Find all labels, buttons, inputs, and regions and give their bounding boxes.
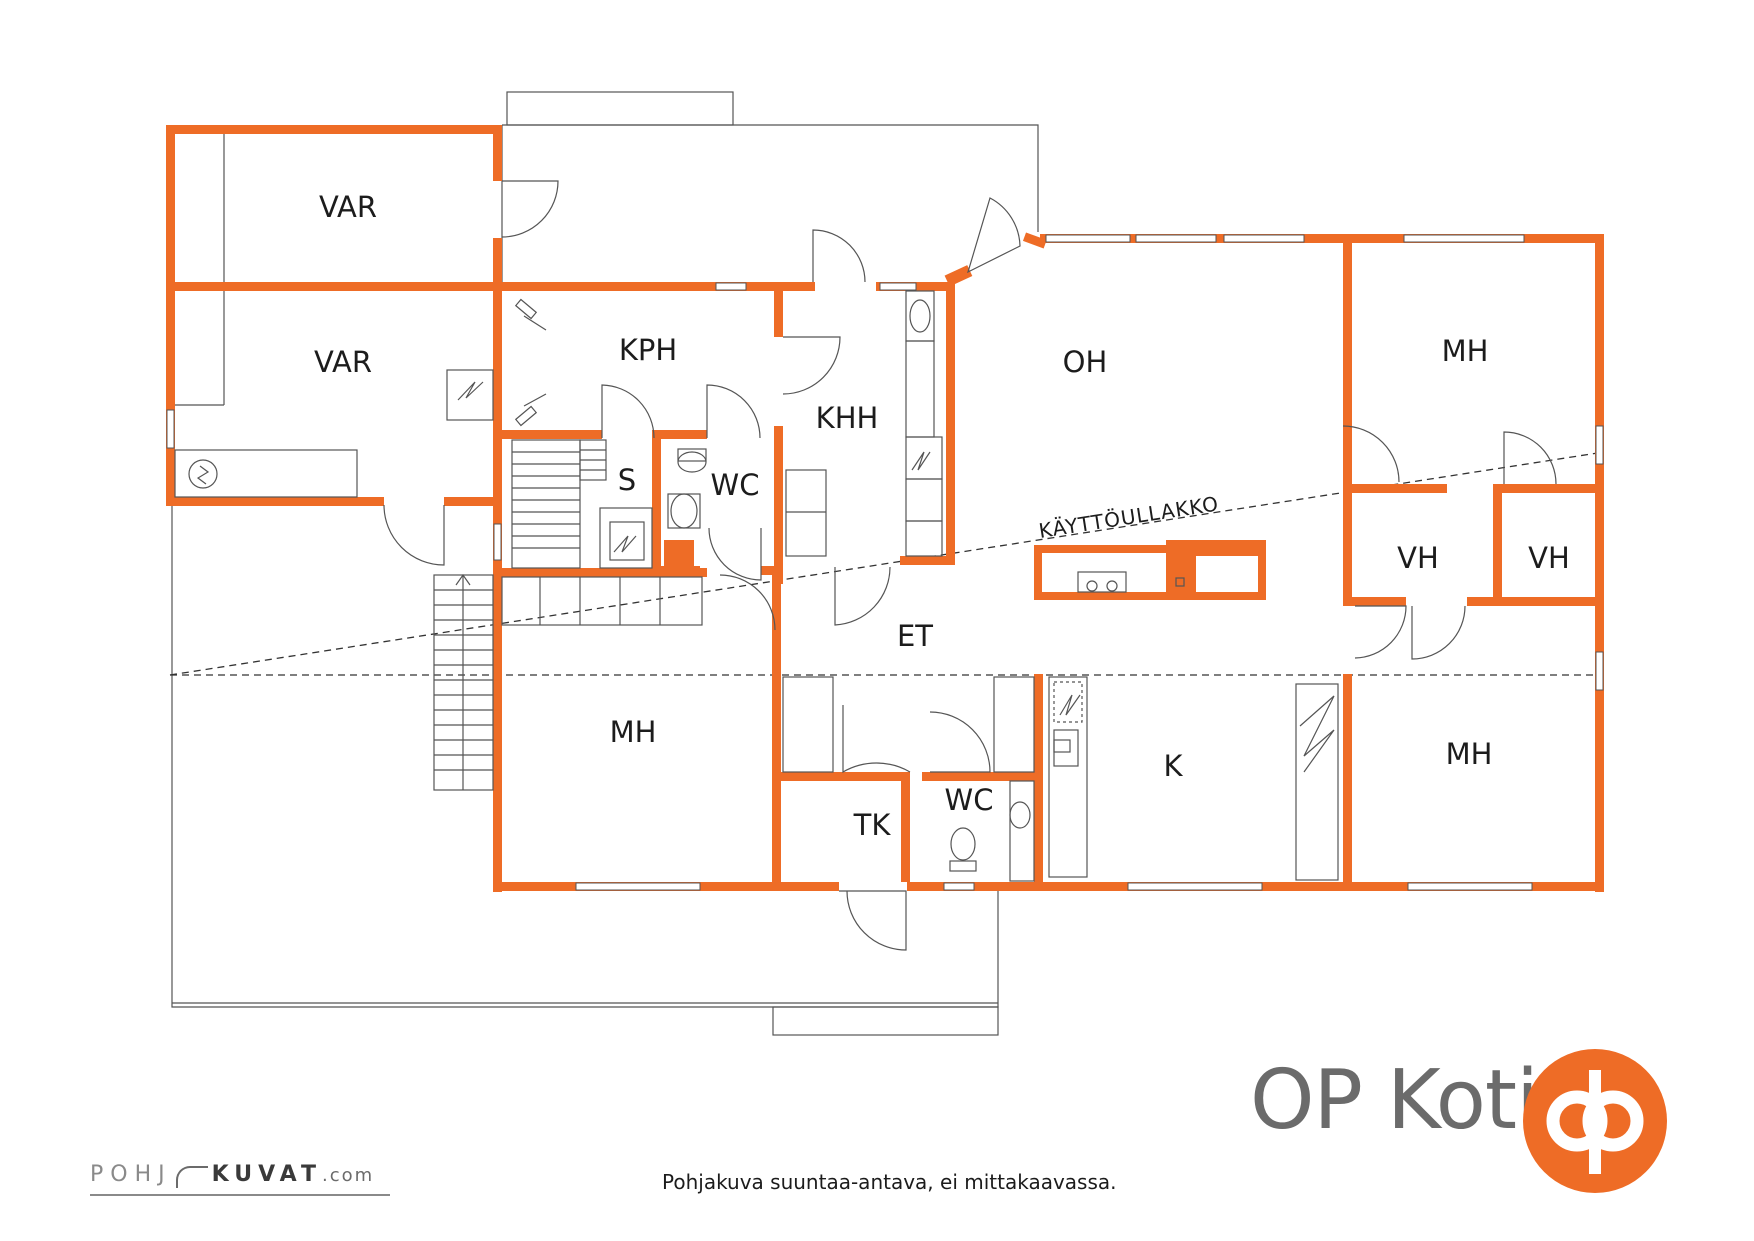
room-label-vh-right: VH — [1528, 541, 1570, 575]
brand-name: OP Koti — [1250, 1053, 1539, 1148]
credit-wave-icon — [175, 1165, 208, 1188]
room-label-mh-top-right: MH — [1442, 334, 1489, 368]
credit-part-a: POHJ — [90, 1162, 172, 1187]
room-label-s: S — [618, 463, 636, 497]
windows — [166, 234, 1604, 891]
credit-underline — [90, 1194, 390, 1196]
attic-dashed-lines — [169, 451, 1605, 676]
attic-label: KÄYTTÖULLAKKO — [1037, 491, 1220, 543]
disclaimer-note: Pohjakuva suuntaa-antava, ei mittakaavas… — [662, 1170, 1117, 1194]
room-labels: VAR VAR KPH S WC KHH OH MH VH VH ET MH K… — [314, 190, 1570, 842]
room-label-et: ET — [897, 619, 933, 653]
credit-part-c: .com — [322, 1165, 375, 1186]
room-label-var-mid: VAR — [314, 345, 372, 379]
door-swings — [383, 180, 1557, 951]
interior-fixtures — [174, 134, 1339, 882]
room-label-var-top: VAR — [319, 190, 377, 224]
pohjakuvat-credit: POHJ KUVAT.com — [90, 1162, 374, 1188]
credit-part-b: KUVAT — [211, 1162, 323, 1187]
room-label-mh-left: MH — [610, 715, 657, 749]
walls — [166, 125, 1604, 892]
room-label-wc-lower: WC — [945, 783, 994, 817]
room-label-oh: OH — [1063, 345, 1108, 379]
room-label-wc-upper: WC — [711, 468, 760, 502]
room-label-mh-bottom-right: MH — [1446, 737, 1493, 771]
room-label-tk: TK — [853, 808, 892, 842]
room-label-k: K — [1163, 749, 1183, 783]
op-logo-icon — [1523, 1049, 1667, 1193]
room-label-kph: KPH — [619, 333, 677, 367]
room-label-khh: KHH — [816, 401, 879, 435]
terrace-outlines — [171, 91, 1039, 1036]
room-label-vh-left: VH — [1397, 541, 1439, 575]
